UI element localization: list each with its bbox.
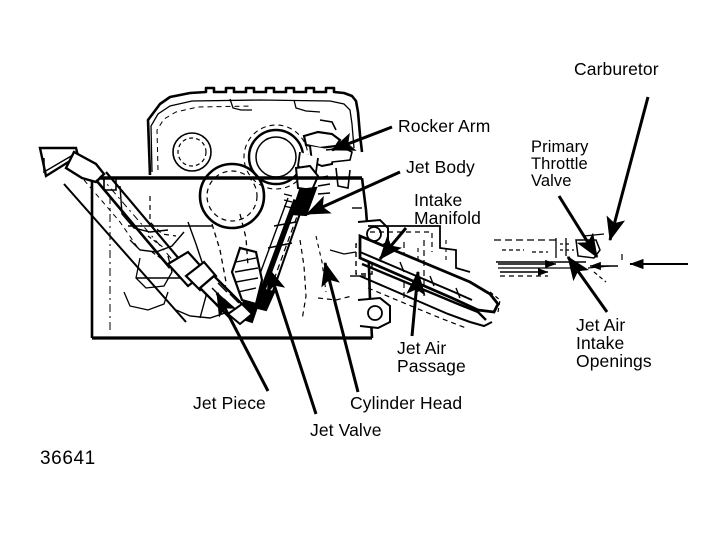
leader-intake-manifold [378,227,408,260]
label-primary-throttle-valve: Primary Throttle Valve [531,138,589,190]
figure-number: 36641 [40,448,96,469]
leader-rocker-arm [330,125,393,152]
leader-primary-throttle-valve [557,195,599,259]
leader-jet-valve [266,267,318,415]
label-jet-air-passage: Jet Air Passage [397,338,466,376]
leader-jet-air-intake-openings [566,256,609,313]
label-cylinder-head: Cylinder Head [350,393,463,413]
leader-carburetor [606,96,650,242]
label-jet-air-intake-openings: Jet Air Intake Openings [576,315,652,371]
leader-lines [215,96,650,415]
label-jet-body: Jet Body [406,157,475,177]
label-carburetor: Carburetor [574,59,659,79]
leader-jet-body [305,170,401,216]
airflow-arrows [498,258,688,276]
leader-jet-air-passage [406,270,426,337]
rocker-cover [146,86,364,176]
carburetor-throttle-body [489,233,623,313]
leader-jet-piece [215,291,270,392]
leader-cylinder-head [321,261,360,393]
label-jet-valve: Jet Valve [310,420,382,440]
label-rocker-arm: Rocker Arm [398,116,491,136]
label-jet-piece: Jet Piece [193,393,266,413]
label-intake-manifold: Intake Manifold [414,190,481,228]
